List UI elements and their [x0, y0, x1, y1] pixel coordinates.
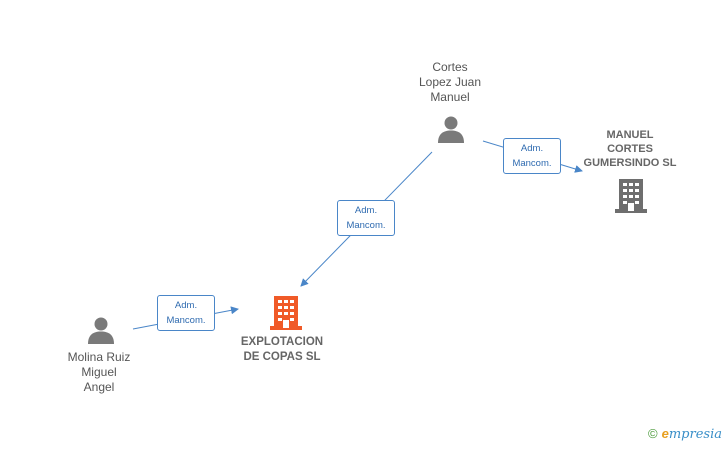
- edge-label-cortes-to-explotacion[interactable]: Adm. Mancom.: [337, 200, 395, 236]
- person-label-cortes[interactable]: Cortes Lopez Juan Manuel: [405, 60, 495, 105]
- edge-label-line: Mancom.: [166, 315, 206, 326]
- company-label-line: DE COPAS SL: [243, 351, 321, 363]
- building-icon[interactable]: [615, 179, 647, 213]
- brand-logo-text: mpresia: [668, 427, 722, 442]
- edge-label-line: Mancom.: [346, 220, 386, 231]
- empresia-watermark: ©empresia: [648, 426, 722, 442]
- edge-label-line: Adm.: [520, 143, 544, 154]
- person-icon[interactable]: [86, 315, 116, 345]
- edge-label-line: Adm.: [354, 205, 378, 216]
- building-icon[interactable]: [270, 296, 302, 330]
- company-label-line: EXPLOTACION: [240, 336, 324, 348]
- company-label-line: GUMERSINDO SL: [583, 157, 677, 169]
- person-label-line: Molina Ruiz: [67, 350, 131, 364]
- company-label-explotacion[interactable]: EXPLOTACION DE COPAS SL: [226, 335, 338, 365]
- person-icon[interactable]: [436, 114, 466, 144]
- edge-label-molina-to-explotacion[interactable]: Adm. Mancom.: [157, 295, 215, 331]
- edge-label-cortes-to-manuel-cortes[interactable]: Adm. Mancom.: [503, 138, 561, 174]
- company-label-line: CORTES: [607, 143, 653, 155]
- person-label-line: Angel: [83, 380, 115, 394]
- edge-label-line: Mancom.: [512, 158, 552, 169]
- brand-logo-initial: e: [661, 426, 669, 441]
- person-label-line: Lopez Juan: [418, 75, 482, 89]
- person-label-line: Manuel: [430, 90, 470, 104]
- company-label-manuel-cortes[interactable]: MANUEL CORTES GUMERSINDO SL: [572, 128, 688, 170]
- person-label-molina[interactable]: Molina Ruiz Miguel Angel: [54, 350, 144, 395]
- person-label-line: Cortes: [432, 60, 468, 74]
- company-label-line: MANUEL: [606, 129, 654, 141]
- copyright-symbol: ©: [648, 426, 658, 441]
- person-label-line: Miguel: [81, 365, 117, 379]
- edge-label-line: Adm.: [174, 300, 198, 311]
